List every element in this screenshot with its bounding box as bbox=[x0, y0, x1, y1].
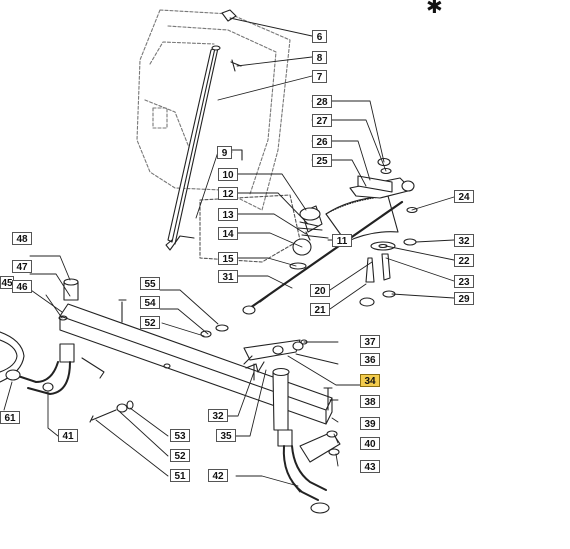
upper-right-hardware bbox=[357, 157, 418, 307]
leader-lines bbox=[3, 17, 455, 487]
callout-47: 47 bbox=[12, 260, 32, 273]
callout-28: 28 bbox=[312, 95, 332, 108]
callout-38: 38 bbox=[360, 395, 380, 408]
callout-53: 53 bbox=[170, 429, 190, 442]
callout-42: 42 bbox=[208, 469, 228, 482]
callout-36: 36 bbox=[360, 353, 380, 366]
callout-41: 41 bbox=[58, 429, 78, 442]
callout-12: 12 bbox=[218, 187, 238, 200]
callout-54: 54 bbox=[140, 296, 160, 309]
callout-23: 23 bbox=[454, 275, 474, 288]
callout-15: 15 bbox=[218, 252, 238, 265]
callout-8: 8 bbox=[312, 51, 327, 64]
callout-10: 10 bbox=[218, 168, 238, 181]
callout-20: 20 bbox=[310, 284, 330, 297]
front-axle-beam bbox=[58, 303, 333, 425]
steering-sector-gear bbox=[289, 177, 415, 270]
callout-31: 31 bbox=[218, 270, 238, 283]
callout-11: 11 bbox=[332, 234, 352, 247]
callout-48: 48 bbox=[12, 232, 32, 245]
callout-55: 55 bbox=[140, 277, 160, 290]
callout-7: 7 bbox=[312, 70, 327, 83]
tie-rod-end bbox=[243, 339, 308, 373]
drag-link bbox=[242, 200, 404, 315]
callout-22: 22 bbox=[454, 254, 474, 267]
left-spindle bbox=[0, 278, 105, 395]
small-hardware bbox=[89, 149, 333, 423]
callout-37: 37 bbox=[360, 335, 380, 348]
callout-6: 6 bbox=[312, 30, 327, 43]
asterisk-mark: ✱ bbox=[426, 0, 443, 18]
callout-51: 51 bbox=[170, 469, 190, 482]
callout-40: 40 bbox=[360, 437, 380, 450]
callout-32-lower: 32 bbox=[208, 409, 228, 422]
steering-column bbox=[165, 9, 242, 251]
callout-27: 27 bbox=[312, 114, 332, 127]
callout-39: 39 bbox=[360, 417, 380, 430]
right-spindle bbox=[272, 367, 341, 514]
callout-52-lower: 52 bbox=[170, 449, 190, 462]
callout-34-highlighted: 34 bbox=[360, 374, 380, 387]
callout-46: 46 bbox=[12, 280, 32, 293]
callout-25: 25 bbox=[312, 154, 332, 167]
bracket-outline bbox=[199, 194, 301, 263]
callout-9: 9 bbox=[217, 146, 232, 159]
callout-52-upper: 52 bbox=[140, 316, 160, 329]
callout-35: 35 bbox=[216, 429, 236, 442]
callout-24: 24 bbox=[454, 190, 474, 203]
callout-43: 43 bbox=[360, 460, 380, 473]
callout-21: 21 bbox=[310, 303, 330, 316]
callout-32-upper: 32 bbox=[454, 234, 474, 247]
callout-13: 13 bbox=[218, 208, 238, 221]
callout-61: 61 bbox=[0, 411, 20, 424]
callout-29: 29 bbox=[454, 292, 474, 305]
dashboard-frame-outline bbox=[136, 9, 291, 211]
callout-14: 14 bbox=[218, 227, 238, 240]
callout-26: 26 bbox=[312, 135, 332, 148]
